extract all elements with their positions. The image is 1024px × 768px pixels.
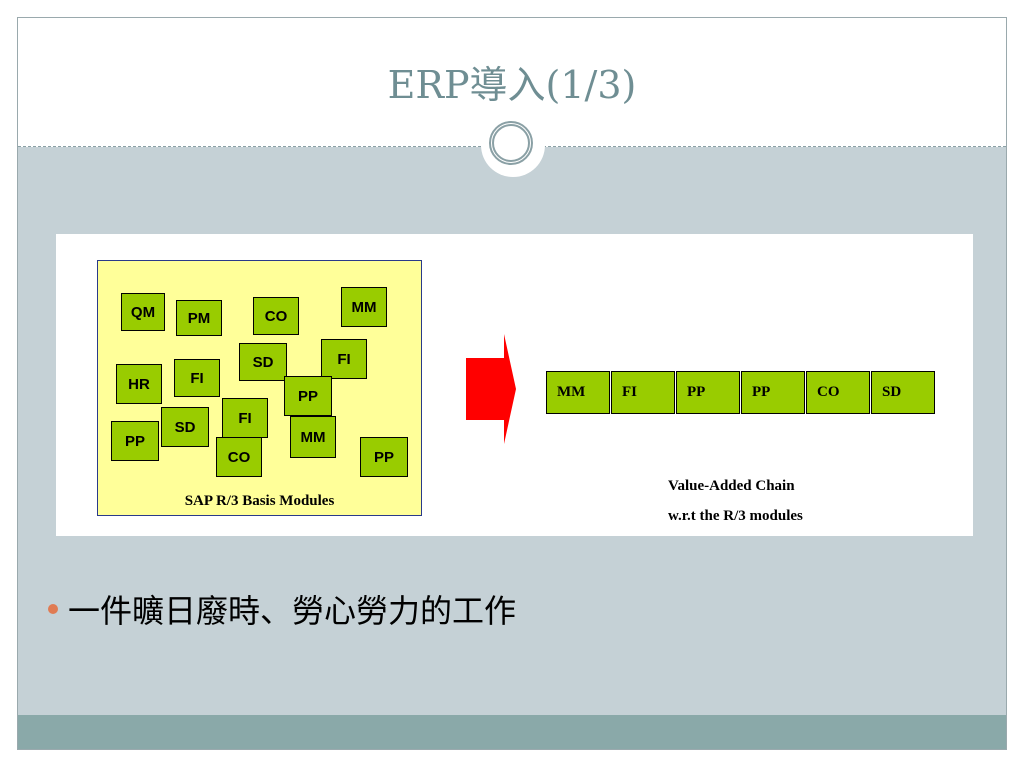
ring-ornament-inner-icon: [492, 124, 530, 162]
chain-module-sd: SD: [871, 371, 935, 414]
chain-module-co: CO: [806, 371, 870, 414]
bullet-dot-icon: [48, 604, 58, 614]
chain-module-mm: MM: [546, 371, 610, 414]
module-fi: FI: [174, 359, 220, 397]
module-pp: PP: [360, 437, 408, 477]
module-sd: SD: [161, 407, 209, 447]
module-hr: HR: [116, 364, 162, 404]
slide-title: ERP導入(1/3): [387, 63, 637, 107]
ring-ornament-icon: [489, 121, 533, 165]
module-pp: PP: [111, 421, 159, 461]
chain-module-pp: PP: [741, 371, 805, 414]
module-mm: MM: [341, 287, 387, 327]
chain-module-pp: PP: [676, 371, 740, 414]
module-co: CO: [253, 297, 299, 335]
chain-caption-line1: Value-Added Chain: [668, 478, 795, 494]
module-fi: FI: [321, 339, 367, 379]
module-pp: PP: [284, 376, 332, 416]
footer-band: [18, 715, 1006, 749]
module-fi: FI: [222, 398, 268, 438]
red-arrow-icon: [466, 334, 516, 444]
module-qm: QM: [121, 293, 165, 331]
diagram-panel: QM PM CO MM FI SD HR FI PP SD FI PP MM C…: [56, 234, 973, 536]
chain-caption-line2: w.r.t the R/3 modules: [668, 508, 803, 524]
basis-modules-label: SAP R/3 Basis Modules: [184, 493, 335, 509]
module-co: CO: [216, 437, 262, 477]
slide: ERP導入(1/3) QM PM CO MM FI SD HR FI PP SD…: [17, 17, 1007, 750]
bullet-item: 一件曠日廢時、勞心勞力的工作: [48, 586, 516, 632]
module-mm: MM: [290, 416, 336, 458]
bullet-text: 一件曠日廢時、勞心勞力的工作: [68, 592, 517, 630]
module-sd: SD: [239, 343, 287, 381]
basis-modules-box: QM PM CO MM FI SD HR FI PP SD FI PP MM C…: [97, 260, 422, 516]
chain-module-fi: FI: [611, 371, 675, 414]
module-pm: PM: [176, 300, 222, 336]
